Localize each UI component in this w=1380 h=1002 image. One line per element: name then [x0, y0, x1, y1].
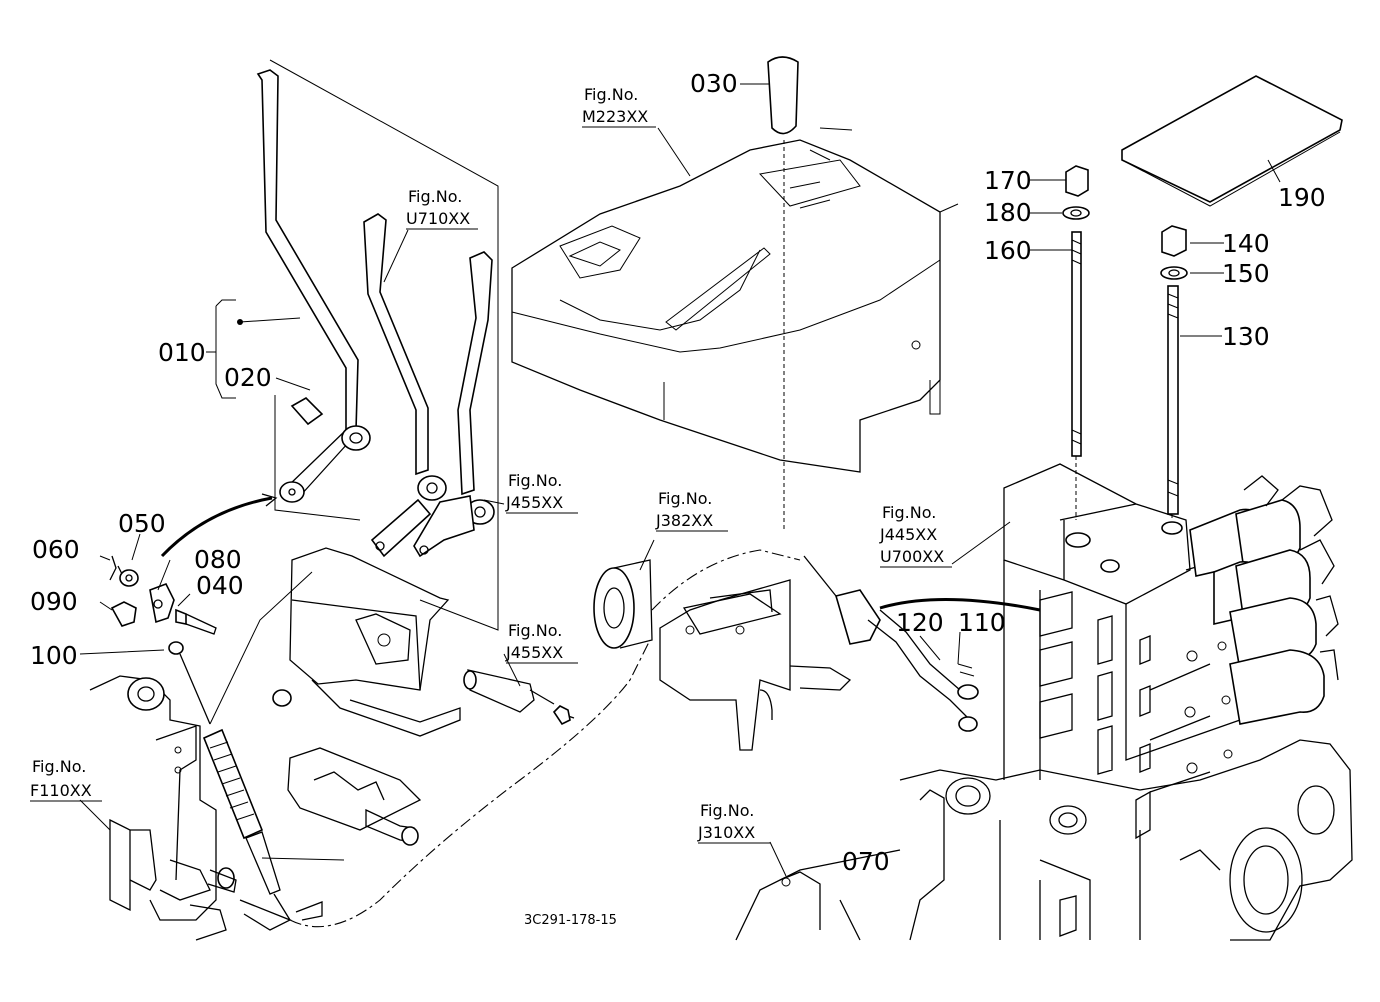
small-parts-drawing [109, 555, 217, 725]
part-label-110: 110 [958, 608, 1006, 637]
fig-label-j382: Fig.No. [658, 489, 712, 508]
part-label-190: 190 [1278, 183, 1326, 212]
leader-lines [79, 83, 1281, 877]
part-label-010: 010 [158, 338, 206, 367]
knob-030-drawing [767, 56, 799, 530]
fig-ref-j445: J445XX [879, 525, 937, 544]
fig-label-j455-upper: Fig.No. [508, 471, 562, 490]
fig-label-m223: Fig.No. [584, 85, 638, 104]
part-label-100: 100 [30, 641, 78, 670]
bracket-j382-drawing [593, 559, 852, 751]
lever-middle-drawing [363, 213, 447, 558]
mount-bracket-drawing [89, 547, 575, 941]
part-label-150: 150 [1222, 259, 1270, 288]
lever-right-drawing [413, 251, 495, 558]
part-label-070: 070 [842, 847, 890, 876]
cable-valve-drawing [651, 549, 1041, 732]
fasteners-drawing [1062, 165, 1188, 520]
fig-ref-f110: F110XX [30, 781, 92, 800]
lever-010-drawing [256, 69, 371, 503]
fig-ref-u700: U700XX [880, 547, 944, 566]
fig-ref-j455-upper: J455XX [505, 493, 563, 512]
fig-label-f110: Fig.No. [32, 757, 86, 776]
part-label-140: 140 [1222, 229, 1270, 258]
console-cover-drawing [511, 127, 959, 473]
fig-ref-j382: J382XX [655, 511, 713, 530]
part-label-180: 180 [984, 198, 1032, 227]
part-label-060: 060 [32, 535, 80, 564]
control-valve-drawing [1003, 463, 1339, 793]
part-label-020: 020 [224, 363, 272, 392]
figure-references: Fig.No. M223XX Fig.No. U710XX Fig.No. J4… [30, 85, 952, 844]
part-label-050: 050 [118, 509, 166, 538]
fig-ref-j455-lower: J455XX [505, 643, 563, 662]
cable-070-drawing [202, 571, 651, 928]
part-label-170: 170 [984, 166, 1032, 195]
hydraulic-housing-drawing [735, 739, 1353, 941]
assembly-arrow [160, 496, 273, 558]
fig-label-j455-lower: Fig.No. [508, 621, 562, 640]
part-label-030: 030 [690, 69, 738, 98]
fig-label-u710: Fig.No. [408, 187, 462, 206]
fig-label-j445: Fig.No. [882, 503, 936, 522]
fig-ref-m223: M223XX [582, 107, 648, 126]
fig-label-j310: Fig.No. [700, 801, 754, 820]
part-label-160: 160 [984, 236, 1032, 265]
part-label-130: 130 [1222, 322, 1270, 351]
fig-ref-j310: J310XX [697, 823, 755, 842]
part-label-090: 090 [30, 587, 78, 616]
drawing-code: 3C291-178-15 [524, 913, 617, 928]
part-label-120: 120 [896, 608, 944, 637]
part-labels: 010 020 030 040 050 060 070 080 090 100 … [30, 69, 1326, 876]
part-label-080: 080 [194, 545, 242, 574]
part-label-040: 040 [196, 571, 244, 600]
fig-ref-u710: U710XX [406, 209, 470, 228]
